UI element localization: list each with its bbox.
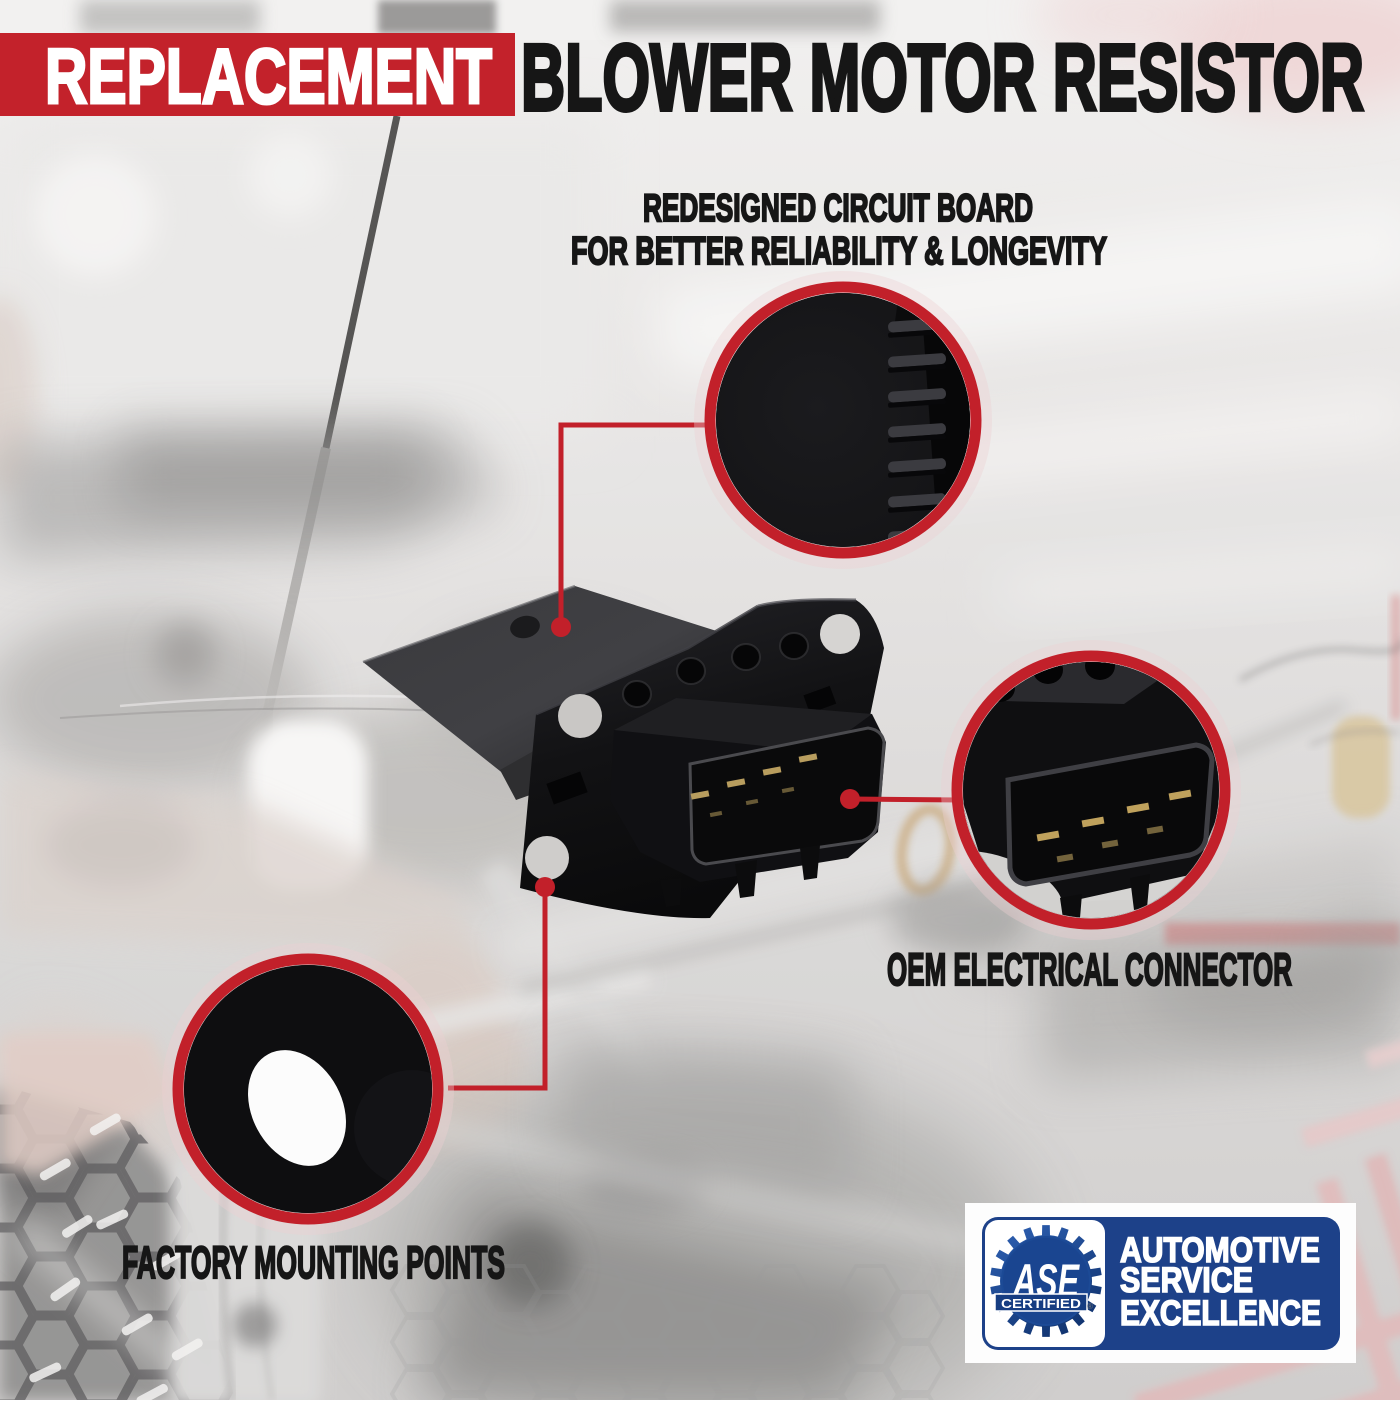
svg-text:SERVICE: SERVICE (1120, 1261, 1253, 1300)
svg-text:REPLACEMENT: REPLACEMENT (45, 32, 492, 120)
svg-text:FOR BETTER RELIABILITY & LONGE: FOR BETTER RELIABILITY & LONGEVITY (571, 230, 1107, 273)
svg-text:AUTOMOTIVE: AUTOMOTIVE (1120, 1231, 1320, 1270)
svg-text:OEM ELECTRICAL CONNECTOR: OEM ELECTRICAL CONNECTOR (887, 944, 1292, 995)
svg-text:EXCELLENCE: EXCELLENCE (1120, 1294, 1321, 1333)
svg-text:®: ® (1087, 1302, 1093, 1311)
svg-text:REDESIGNED CIRCUIT BOARD: REDESIGNED CIRCUIT BOARD (643, 187, 1033, 230)
svg-text:FACTORY MOUNTING POINTS: FACTORY MOUNTING POINTS (122, 1237, 505, 1288)
svg-text:CERTIFIED: CERTIFIED (1001, 1296, 1081, 1311)
svg-text:BLOWER MOTOR RESISTOR: BLOWER MOTOR RESISTOR (521, 25, 1364, 131)
